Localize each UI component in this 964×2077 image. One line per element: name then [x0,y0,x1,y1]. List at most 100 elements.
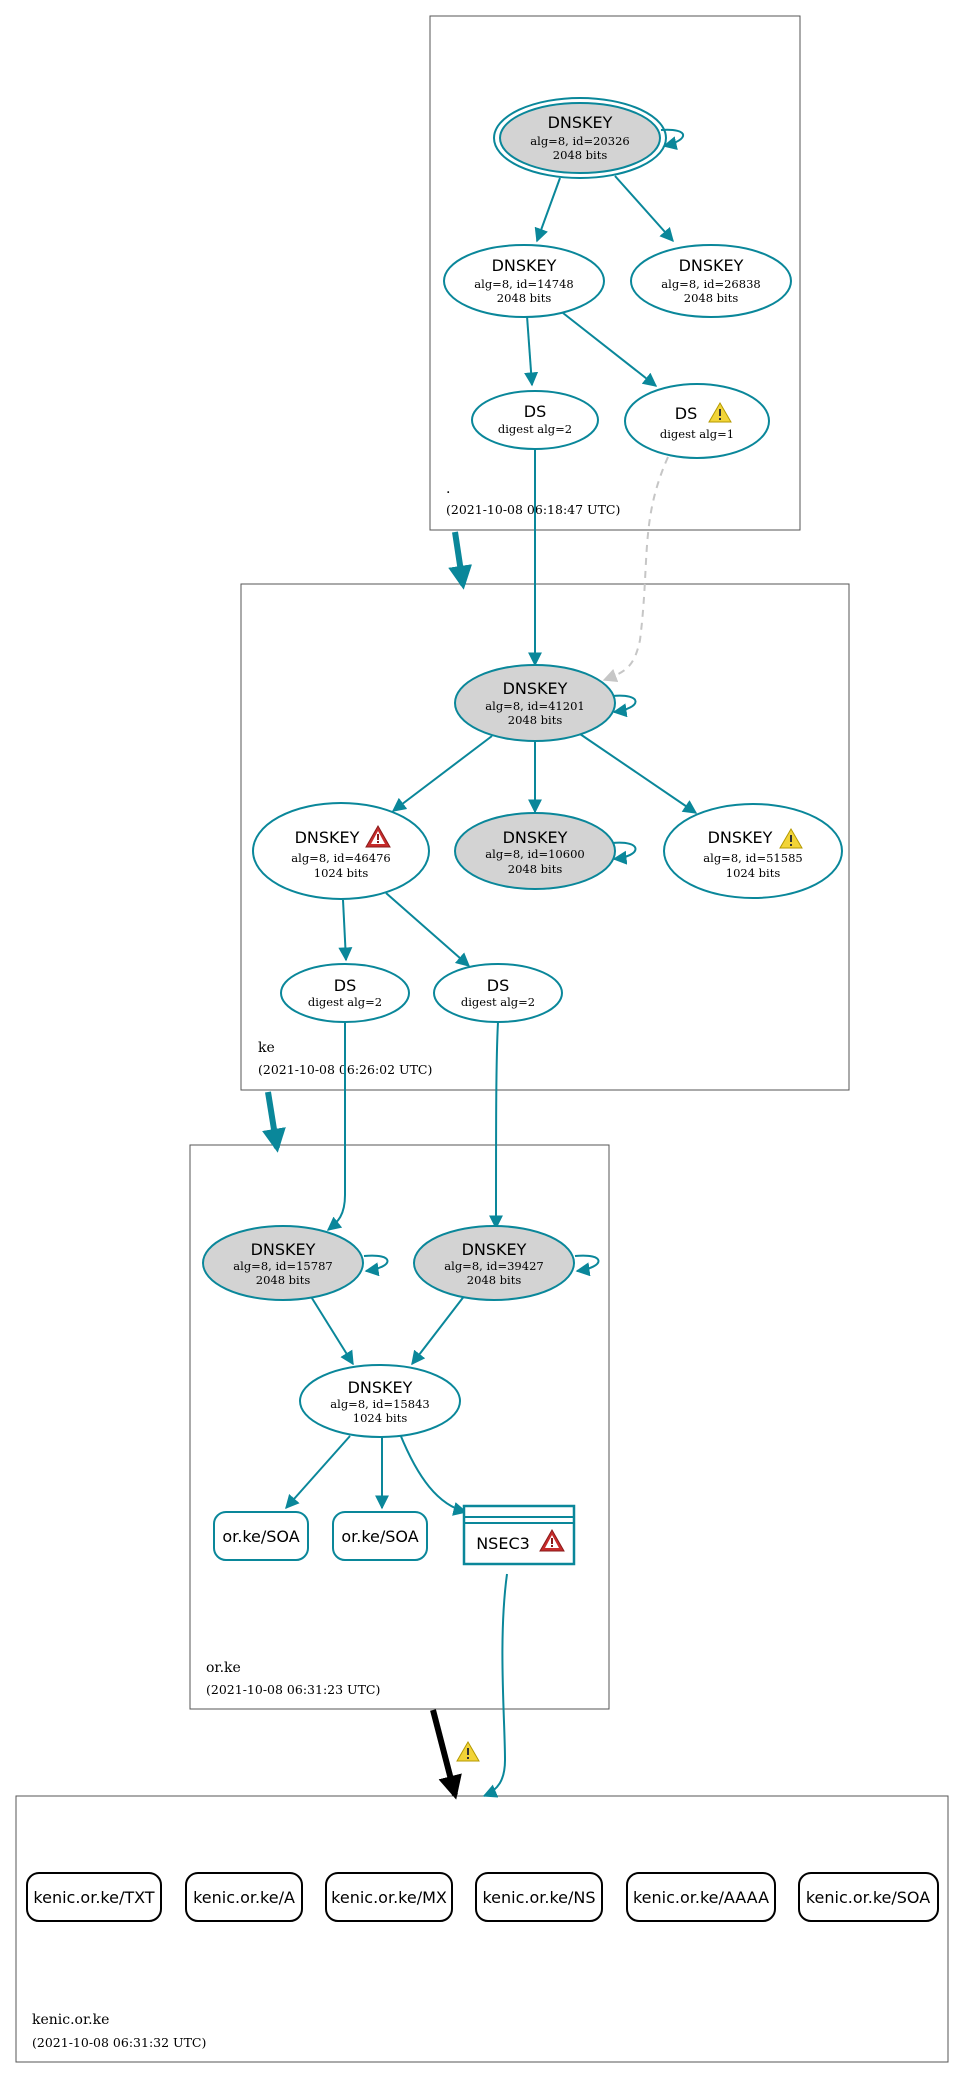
node-detail: alg=8, id=46476 [291,851,390,865]
zone-or-ke-box [189,1144,610,1710]
edge-ke-ds2-or-k2 [489,1021,504,1230]
delegation-ke-orke-arrow [262,1091,286,1153]
node-title: DS [675,404,697,423]
node-detail: alg=8, id=15843 [330,1397,429,1411]
dnskey-node-15787: DNSKEY alg=8, id=15787 2048 bits [202,1225,364,1301]
delegation-root-ke-arrow [448,531,472,590]
edge-or-k2-zsk [411,1294,466,1366]
dnskey-node-14748: DNSKEY alg=8, id=14748 2048 bits [443,244,605,318]
warning-icon [708,402,732,423]
record-label: kenic.or.ke/MX [331,1888,447,1907]
dnskey-node-39427: DNSKEY alg=8, id=39427 2048 bits [413,1225,575,1301]
zone-root-name: . [446,481,450,497]
dnskey-node-10600: DNSKEY alg=8, id=10600 2048 bits [454,812,616,890]
edge-root-ksk-zsk1 [534,177,561,243]
zone-or-ke-name: or.ke [206,1660,241,1676]
delegation-warning-icon [456,1741,480,1762]
node-detail: alg=8, id=26838 [661,277,760,291]
node-detail: digest alg=2 [498,422,572,436]
error-icon [365,824,391,848]
node-title: DNSKEY [679,256,744,275]
record-label: kenic.or.ke/AAAA [633,1888,769,1907]
record-node-a: kenic.or.ke/A [185,1872,303,1922]
record-label: kenic.or.ke/TXT [33,1888,154,1907]
zone-root: . (2021-10-08 06:18:47 UTC) [429,15,801,531]
record-label: kenic.or.ke/NS [482,1888,595,1907]
edge-or-k1-self [363,1254,389,1277]
zone-kenic: kenic.or.ke (2021-10-08 06:31:32 UTC) [15,1795,949,2063]
node-bits: 1024 bits [314,866,369,880]
edge-or-zsk-nsec3 [399,1433,468,1516]
delegation-orke-kenic-arrow [430,1709,462,1800]
node-bits: 2048 bits [684,291,739,305]
node-bits: 2048 bits [497,291,552,305]
edge-ke-k2-self [611,841,637,865]
zone-or-ke: or.ke (2021-10-08 06:31:23 UTC) [189,1144,610,1710]
node-title: DS [524,402,546,421]
zone-kenic-name: kenic.or.ke [32,2012,109,2028]
node-title: DNSKEY [492,256,557,275]
nsec3-node: NSEC3 [462,1504,576,1566]
node-title: DNSKEY [503,679,568,698]
node-bits: 2048 bits [256,1273,311,1287]
zone-root-box [429,15,801,531]
node-bits: 2048 bits [467,1273,522,1287]
dnskey-node-41201: DNSKEY alg=8, id=41201 2048 bits [454,664,616,742]
node-title: DNSKEY [348,1378,413,1397]
ds-node-root-alg1: DS digest alg=1 [624,383,770,459]
edge-root-zsk1-ds2 [562,312,658,387]
node-title: or.ke/SOA [222,1527,299,1546]
node-detail: alg=8, id=39427 [444,1259,543,1273]
edge-ke-ksk-self [611,694,637,718]
error-icon [539,1528,565,1552]
edge-ke-ksk-k1 [391,735,493,812]
node-title: DNSKEY [295,828,360,847]
node-title: DNSKEY [462,1240,527,1259]
dnskey-node-46476: DNSKEY alg=8, id=46476 1024 bits [252,802,430,900]
warning-icon [779,828,803,849]
node-detail: digest alg=2 [308,995,382,1009]
edge-or-k1-zsk [309,1294,354,1366]
node-bits: 2048 bits [508,713,563,727]
edge-root-zsk1-ds1 [524,315,539,387]
node-detail: digest alg=1 [660,427,734,441]
node-title: DNSKEY [548,113,613,132]
node-title: DS [487,976,509,995]
node-title: DNSKEY [708,828,773,847]
edge-ke-k1-ds2 [385,892,471,967]
dnskey-node-26838: DNSKEY alg=8, id=26838 2048 bits [630,244,792,318]
ds-node-ke-2: DS digest alg=2 [433,963,563,1023]
record-label: kenic.or.ke/SOA [806,1888,930,1907]
edge-nsec3-kenic [482,1573,508,1798]
zone-ke-box [240,583,850,1091]
record-node-mx: kenic.or.ke/MX [325,1872,453,1922]
edge-ke-ds1-or-k1 [326,1022,346,1231]
ds-node-ke-1: DS digest alg=2 [280,963,410,1023]
node-title: DNSKEY [503,828,568,847]
record-node-aaaa: kenic.or.ke/AAAA [626,1872,776,1922]
dnskey-node-51585: DNSKEY alg=8, id=51585 1024 bits [663,803,843,899]
node-detail: alg=8, id=41201 [485,699,584,713]
edge-or-zsk-soa1 [285,1435,351,1510]
dnskey-node-20326: DNSKEY alg=8, id=20326 2048 bits [493,97,667,179]
node-bits: 2048 bits [553,148,608,162]
node-detail: alg=8, id=20326 [530,134,629,148]
node-bits: 1024 bits [353,1411,408,1425]
ds-node-root-alg2: DS digest alg=2 [471,390,599,450]
zone-ke-name: ke [258,1040,275,1056]
node-detail: alg=8, id=15787 [233,1259,332,1273]
dnskey-node-15843: DNSKEY alg=8, id=15843 1024 bits [299,1364,461,1438]
node-detail: alg=8, id=10600 [485,847,584,861]
node-title: DNSKEY [251,1240,316,1259]
node-bits: 1024 bits [726,866,781,880]
node-title: NSEC3 [476,1534,530,1553]
soa-node-1: or.ke/SOA [213,1511,309,1561]
record-label: kenic.or.ke/A [193,1888,295,1907]
edge-root-ksk-zsk2 [614,175,674,243]
node-title: or.ke/SOA [341,1527,418,1546]
zone-root-timestamp: (2021-10-08 06:18:47 UTC) [446,502,620,517]
zone-or-ke-timestamp: (2021-10-08 06:31:23 UTC) [206,1682,380,1697]
node-bits: 2048 bits [508,862,563,876]
edges [285,128,698,1798]
